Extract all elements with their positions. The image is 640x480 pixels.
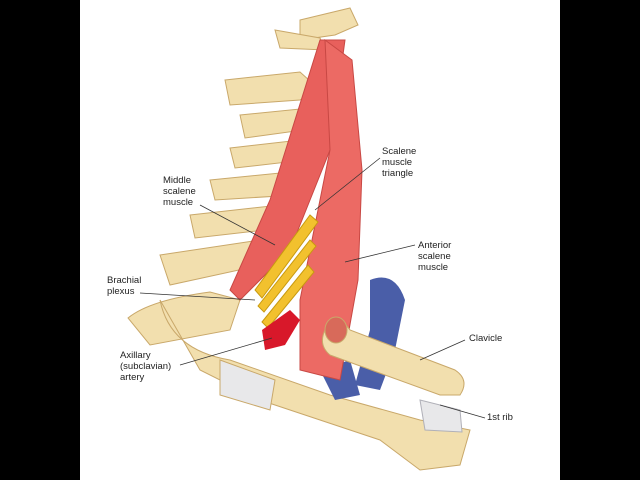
label-brachial-plexus: Brachial plexus	[107, 275, 142, 297]
first-rib-cartilage	[419, 399, 463, 433]
axillary-artery	[262, 310, 300, 350]
label-anterior-scalene-muscle: Anterior scalene muscle	[418, 240, 452, 273]
anterior-scalene-muscle	[299, 38, 363, 381]
label-middle-scalene-muscle: Middle scalene muscle	[163, 175, 196, 208]
label-axillary-artery: Axillary (subclavian) artery	[120, 350, 172, 383]
label-first-rib: 1st rib	[487, 412, 513, 423]
leader-lines	[139, 157, 486, 419]
label-clavicle: Clavicle	[469, 333, 503, 344]
brachial-plexus	[254, 214, 319, 329]
label-scalene-muscle-triangle: Scalene muscle triangle	[382, 146, 417, 179]
